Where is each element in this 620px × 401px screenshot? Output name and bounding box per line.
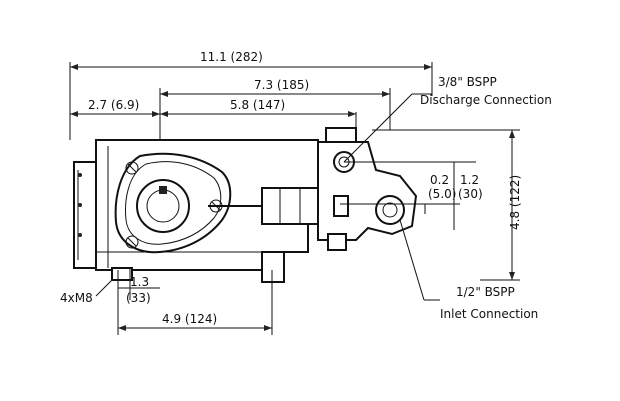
dim-total-height: 4.8 (122) xyxy=(508,175,522,230)
discharge-name-label: Discharge Connection xyxy=(420,93,552,107)
dim-shaft-offset: 2.7 (6.9) xyxy=(88,98,139,112)
dim-lines-bottom xyxy=(117,268,273,335)
dim-to-discharge: 7.3 (185) xyxy=(254,78,309,92)
dim-foot-height-in: 1.3 xyxy=(130,275,149,289)
dim-foot-length: 4.9 (124) xyxy=(162,312,217,326)
inlet-name-label: Inlet Connection xyxy=(440,307,538,321)
dim-discharge-offset-in: 1.2 xyxy=(460,173,479,187)
dim-mid-length: 5.8 (147) xyxy=(230,98,285,112)
dim-discharge-offset-mm: (30) xyxy=(458,187,483,201)
dim-inlet-offset-in: 0.2 xyxy=(430,173,449,187)
dim-lines-top xyxy=(69,62,433,140)
dim-inlet-offset-mm: (5.0) xyxy=(428,187,456,201)
dim-overall-length: 11.1 (282) xyxy=(200,50,263,64)
dim-lines-right xyxy=(95,93,520,301)
mount-bolts-label: 4xM8 xyxy=(60,291,93,305)
discharge-size-label: 3/8" BSPP xyxy=(438,75,497,89)
inlet-size-label: 1/2" BSPP xyxy=(456,285,515,299)
pump-body xyxy=(73,127,418,283)
dim-foot-height-mm: (33) xyxy=(126,291,151,305)
